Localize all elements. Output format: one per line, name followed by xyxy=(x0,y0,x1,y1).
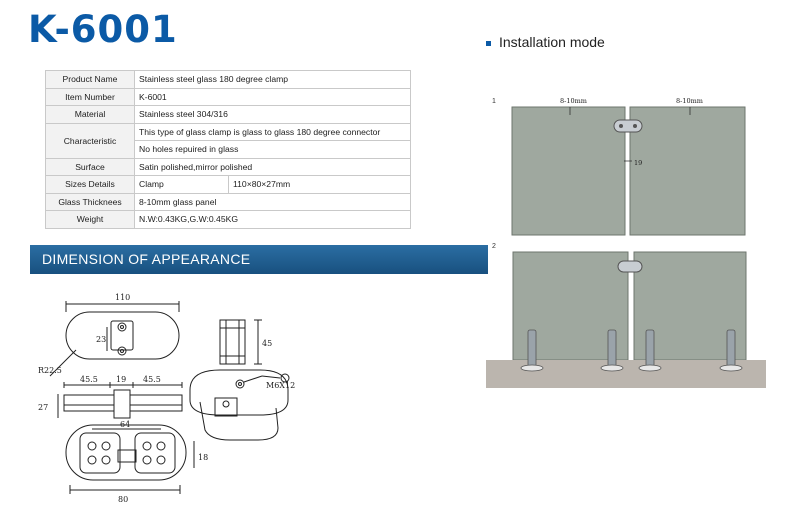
spec-value: Stainless steel 304/316 xyxy=(134,105,411,124)
installation-diagram-2: 2 xyxy=(486,243,766,388)
spec-value: No holes repuired in glass xyxy=(134,140,411,159)
spigot xyxy=(607,329,617,369)
spec-value: K-6001 xyxy=(134,87,411,106)
spec-label: Sizes Details xyxy=(45,175,135,194)
spigot xyxy=(527,329,537,369)
dim-height: 45 xyxy=(262,339,272,348)
dimension-drawing: 110 R22.5 23 45 45.5 19 45.5 27 64 80 18… xyxy=(38,293,295,504)
table-row: Surface Satin polished,mirror polished xyxy=(45,157,411,176)
diagram-number: 2 xyxy=(492,243,496,250)
dim-gap: 19 xyxy=(116,375,126,384)
clamp-iso-view xyxy=(189,369,290,441)
installation-diagram-1: 1 8-10mm 8-10mm 19 xyxy=(492,97,746,236)
thickness-label: 19 xyxy=(634,159,642,167)
spec-value: This type of glass clamp is glass to gla… xyxy=(134,122,411,141)
spec-value-extra: 110×80×27mm xyxy=(228,175,411,194)
dim-bottom-width: 80 xyxy=(118,495,128,504)
clamp xyxy=(617,260,643,273)
table-row: Characteristic This type of glass clamp … xyxy=(45,122,411,159)
spec-label: Surface xyxy=(45,157,135,176)
spigot xyxy=(645,329,655,369)
dimension-header: DIMENSION OF APPEARANCE xyxy=(30,245,488,274)
dim-right-half: 45.5 xyxy=(143,375,161,384)
dim-left-half: 45.5 xyxy=(80,375,98,384)
spec-value: 8-10mm glass panel xyxy=(134,192,411,211)
dim-length: 110 xyxy=(115,293,130,302)
diagram-number: 1 xyxy=(492,98,496,105)
dim-bottom-height: 18 xyxy=(198,453,208,462)
table-row: Item Number K-6001 xyxy=(45,87,411,106)
clamp-side-view xyxy=(219,319,262,365)
spec-value: Clamp xyxy=(134,175,229,194)
clamp-front-view xyxy=(57,382,183,419)
table-row: Product Name Stainless steel glass 180 d… xyxy=(45,70,411,89)
dim-bottom-spacing: 64 xyxy=(120,420,130,429)
screw-icon xyxy=(619,124,623,128)
spigot xyxy=(726,329,736,369)
spec-label: Weight xyxy=(45,210,135,229)
table-row: Material Stainless steel 304/316 xyxy=(45,105,411,124)
table-row: Sizes Details Clamp 110×80×27mm xyxy=(45,175,411,194)
bullet-icon xyxy=(486,40,491,46)
clamp-top-view xyxy=(49,301,180,377)
installation-title: Installation mode xyxy=(486,34,605,50)
clamp-bottom-view xyxy=(65,424,195,494)
dim-screw: M6X12 xyxy=(266,381,295,390)
clamp xyxy=(613,119,643,133)
gap-label: 8-10mm xyxy=(676,97,703,105)
spec-label: Glass Thicknees xyxy=(45,192,135,211)
spec-value: Satin polished,mirror polished xyxy=(134,157,411,176)
spec-value: Stainless steel glass 180 degree clamp xyxy=(134,70,411,89)
installation-title-text: Installation mode xyxy=(499,34,605,50)
spec-table: Product Name Stainless steel glass 180 d… xyxy=(45,70,411,229)
product-code: K-6001 xyxy=(28,8,178,51)
dim-hole-spacing: 23 xyxy=(96,335,106,344)
glass-panel xyxy=(511,106,626,236)
spec-label: Characteristic xyxy=(45,122,135,159)
spec-value: N.W:0.43KG,G.W:0.45KG xyxy=(134,210,411,229)
table-row: Glass Thicknees 8-10mm glass panel xyxy=(45,192,411,211)
spec-label: Material xyxy=(45,105,135,124)
gap-label: 8-10mm xyxy=(560,97,587,105)
dimension-title: DIMENSION OF APPEARANCE xyxy=(42,251,251,267)
table-row: Weight N.W:0.43KG,G.W:0.45KG xyxy=(45,210,411,229)
glass-panel xyxy=(629,106,746,236)
screw-icon xyxy=(633,124,637,128)
dim-radius: R22.5 xyxy=(38,366,62,375)
spec-label: Item Number xyxy=(45,87,135,106)
spec-label: Product Name xyxy=(45,70,135,89)
dim-thickness: 27 xyxy=(38,403,48,412)
